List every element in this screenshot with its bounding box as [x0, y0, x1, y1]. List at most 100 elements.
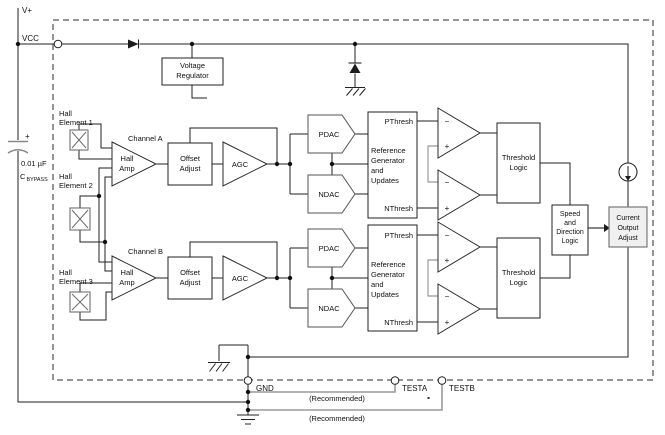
- current-source-icon: [618, 162, 638, 182]
- reference-generator-b-block: [367, 224, 418, 332]
- hall-element-1-label: Hall: [59, 109, 72, 118]
- agc-b-block: [222, 255, 269, 301]
- testa-pin-circle: [390, 376, 400, 385]
- testa-pin-label: TESTA: [402, 384, 428, 393]
- labels: V+ VCC + 0.01 µF C BYPASS Voltage Regula…: [20, 6, 640, 423]
- chassis-ground-icon-internal: [208, 362, 230, 372]
- threshold-logic-b-label: Logic: [510, 278, 528, 287]
- testa-recommended-wire: [248, 384, 396, 393]
- cap-polarity-label: +: [25, 132, 30, 141]
- speed-direction-logic-block: [551, 204, 589, 256]
- hall-element-2-label: Hall: [59, 172, 72, 181]
- channel-b-label: Channel B: [128, 247, 163, 256]
- testb-pin-label: TESTB: [449, 384, 475, 393]
- hall-element-1-label: Element 1: [59, 118, 93, 127]
- current-output-adjust-label: Output: [617, 225, 638, 232]
- offset-adjust-a-label: Adjust: [180, 164, 202, 173]
- offset-adjust-a-block: [167, 142, 213, 186]
- gnd-net: [218, 344, 249, 415]
- current-output-adjust-block: [608, 206, 648, 248]
- gnd-pin-circle: [243, 376, 253, 385]
- vcc-pin-circle: [53, 39, 63, 49]
- speed-direction-label: Logic: [562, 238, 579, 245]
- pdac-b-block: [307, 228, 356, 268]
- hall-element-3-label: Element 3: [59, 277, 93, 286]
- output-return-wire: [248, 247, 629, 358]
- recommended-note-a: (Recommended): [309, 394, 365, 403]
- arrowhead-icon: [604, 224, 610, 232]
- ref-gen-a-label: and: [371, 166, 384, 175]
- comparator-a-high: [437, 107, 481, 159]
- comparator-b-link-wire: [427, 259, 438, 297]
- voltage-regulator-block: [161, 57, 224, 86]
- threshold-logic-a-label: Threshold: [502, 153, 535, 162]
- ref-gen-a-label: Generator: [371, 156, 405, 165]
- vplus-wire: [17, 8, 248, 403]
- stray-dot: [427, 397, 430, 399]
- comparator-a-low-plus-sign: +: [445, 204, 450, 213]
- cap-value-label: 0.01 µF: [21, 159, 47, 168]
- reference-generator-a-block: [367, 111, 418, 219]
- recommended-note-b: (Recommended): [309, 414, 365, 423]
- voltage-regulator-label: Voltage: [180, 61, 205, 70]
- comparator-a-high-minus-sign: −: [445, 117, 450, 126]
- pdac-a-block: [307, 114, 356, 154]
- pdac-a-label: PDAC: [319, 130, 340, 139]
- chassis-ground-icon-zener: [345, 87, 366, 96]
- hall-amp-a-block: [111, 141, 158, 187]
- hall-element-1-symbol: [69, 129, 89, 151]
- ref-gen-b-label: Updates: [371, 290, 399, 299]
- threshold-logic-b-block: [496, 237, 541, 319]
- offset-adjust-b-label: Offset: [180, 268, 201, 277]
- offset-adjust-b-block: [167, 256, 213, 300]
- nthresh-b-label: NThresh: [384, 318, 413, 327]
- pdac-b-label: PDAC: [319, 244, 340, 253]
- hall-amp-b-label: Amp: [119, 278, 134, 287]
- offset-adjust-b-label: Adjust: [180, 278, 202, 287]
- ndac-a-block: [307, 174, 356, 214]
- testb-pin-circle: [437, 376, 447, 385]
- speed-direction-label: Speed: [560, 211, 580, 218]
- agc-a-label: AGC: [232, 160, 249, 169]
- comparator-b-low-plus-sign: +: [445, 318, 450, 327]
- comparator-b-high: [437, 221, 481, 273]
- nthresh-a-label: NThresh: [384, 204, 413, 213]
- agc-a-block: [222, 141, 269, 187]
- ndac-b-block: [307, 288, 356, 328]
- current-output-adjust-label: Current: [616, 215, 639, 222]
- voltage-regulator-label: Regulator: [176, 71, 209, 80]
- voltage-regulator-branch: [191, 44, 207, 99]
- junction-dots: [15, 41, 358, 413]
- reverse-protection-diode-icon: [128, 39, 140, 49]
- hall-element-3-label: Hall: [59, 268, 72, 277]
- comparator-b-low-minus-sign: −: [445, 292, 450, 301]
- gnd-pin-label: GND: [256, 384, 274, 393]
- hall-element-wires: [78, 123, 112, 321]
- hall-element-3-symbol: [69, 291, 91, 313]
- pthresh-a-label: PThresh: [385, 117, 413, 126]
- hall-amp-a-label: Amp: [119, 164, 134, 173]
- comparator-b-high-minus-sign: −: [445, 231, 450, 240]
- comparator-a-high-plus-sign: +: [445, 142, 450, 151]
- ndac-a-label: NDAC: [318, 190, 340, 199]
- threshold-logic-a-block: [496, 122, 541, 204]
- comparator-a-low-minus-sign: −: [445, 178, 450, 187]
- pthresh-b-label: PThresh: [385, 231, 413, 240]
- package-pins: [53, 39, 447, 385]
- ic-boundary: [52, 19, 654, 381]
- vcc-rail: [18, 43, 629, 207]
- ref-gen-a-label: Updates: [371, 176, 399, 185]
- comparator-a-link-wire: [427, 145, 438, 183]
- comparator-a-low: [437, 169, 481, 221]
- threshold-logic-a-label: Logic: [510, 163, 528, 172]
- bypass-capacitor-icon: [7, 140, 29, 154]
- comparator-b-high-plus-sign: +: [445, 256, 450, 265]
- ndac-b-label: NDAC: [318, 304, 340, 313]
- threshold-logic-b-label: Threshold: [502, 268, 535, 277]
- vcc-pin-label: VCC: [22, 34, 39, 43]
- ref-gen-b-label: and: [371, 280, 384, 289]
- testb-recommended-wire: [248, 384, 443, 411]
- offset-adjust-a-label: Offset: [180, 154, 201, 163]
